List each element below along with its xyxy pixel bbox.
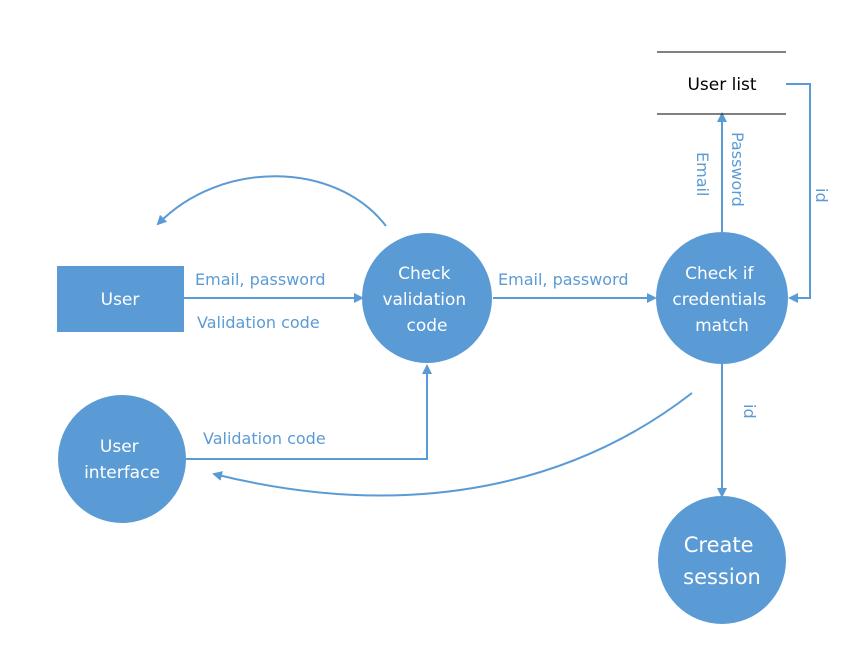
arrow-interface-to-validation [186,364,432,460]
user-entity [57,266,184,332]
label-session-id: id [740,404,759,419]
label-validation-to-user: Validation code [197,313,320,332]
label-validation-to-credentials: Email, password [498,270,629,289]
arrow-credentials-to-interface-curve [212,392,693,497]
user-interface-process [58,395,186,523]
check-validation-label: Check validation code [382,264,471,336]
user-entity-label: User [101,290,140,310]
check-credentials-label: Check if credentials match [672,264,771,336]
check-validation-process [362,233,492,363]
label-user-to-validation: Email, password [195,270,326,289]
label-credentials-email: Email [693,152,712,196]
create-session-label: Create session [683,533,761,589]
label-userlist-id: id [812,188,831,203]
user-list-label: User list [687,75,756,95]
label-credentials-password: Password [728,132,747,207]
user-interface-label: User interface [84,437,160,483]
check-credentials-process [656,232,788,364]
arrow-userlist-to-credentials [786,83,811,303]
create-session-process [658,496,786,624]
label-validation-to-interface: Validation code [203,429,326,448]
arrow-validation-to-user-curve [156,175,387,227]
